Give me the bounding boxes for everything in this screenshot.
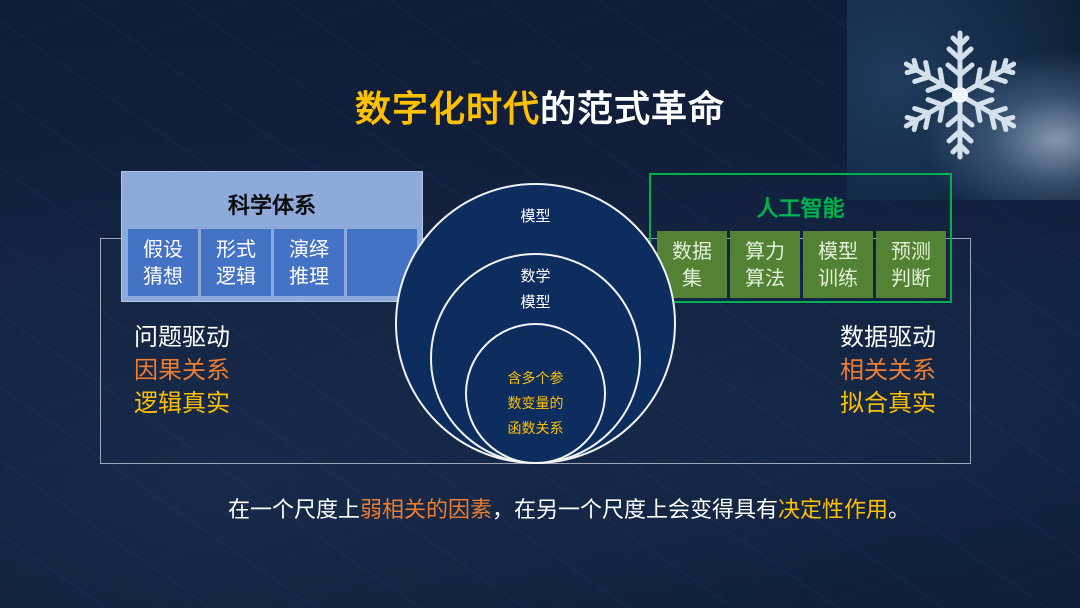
ai-system-box: 人工智能 数据集 算力算法 模型训练 预测判断 (649, 173, 952, 303)
circle-function-relation: 含多个参 数变量的 函数关系 (465, 323, 606, 464)
title-highlight: 数字化时代 (354, 89, 540, 130)
right-line-data-driven: 数据驱动 (840, 323, 936, 351)
circle-model-label: 模型 (520, 207, 551, 225)
ai-cell-training: 模型训练 (803, 231, 873, 298)
right-line-correlation: 相关关系 (840, 356, 936, 384)
left-line-logical-truth: 逻辑真实 (134, 389, 230, 417)
page-title: 数字化时代的范式革命 (0, 80, 1080, 132)
title-rest: 的范式革命 (540, 89, 726, 130)
left-line-causality: 因果关系 (134, 356, 230, 384)
ai-cell-prediction: 预测判断 (876, 231, 946, 298)
right-characteristics: 数据驱动 相关关系 拟合真实 (840, 321, 936, 420)
science-cell-formal-logic: 形式逻辑 (201, 229, 271, 296)
right-line-fitting-truth: 拟合真实 (840, 389, 936, 417)
left-line-problem-driven: 问题驱动 (134, 323, 230, 351)
weak-correlation-highlight: 弱相关的因素 (359, 498, 492, 523)
science-cell-hypothesis: 假设猜想 (128, 229, 198, 296)
science-system-title: 科学体系 (227, 194, 316, 219)
science-system-box: 科学体系 假设猜想 形式逻辑 演绎推理 (121, 171, 423, 302)
science-cell-deduction: 演绎推理 (274, 229, 344, 296)
snowflake-icon (885, 30, 1035, 170)
decisive-role-highlight: 决定性作用 (778, 498, 889, 523)
circle-function-relation-label: 含多个参 数变量的 函数关系 (507, 371, 564, 437)
left-characteristics: 问题驱动 因果关系 逻辑真实 (134, 321, 230, 420)
ai-cell-compute: 算力算法 (730, 231, 800, 298)
ai-cell-dataset: 数据集 (657, 231, 727, 298)
ai-system-title: 人工智能 (756, 197, 845, 222)
snowflake-photo (847, 0, 1080, 200)
conclusion-sentence: 在一个尺度上弱相关的因素，在另一个尺度上会变得具有决定性作用。 (227, 498, 911, 523)
circle-math-model-label: 数学 模型 (520, 267, 551, 311)
